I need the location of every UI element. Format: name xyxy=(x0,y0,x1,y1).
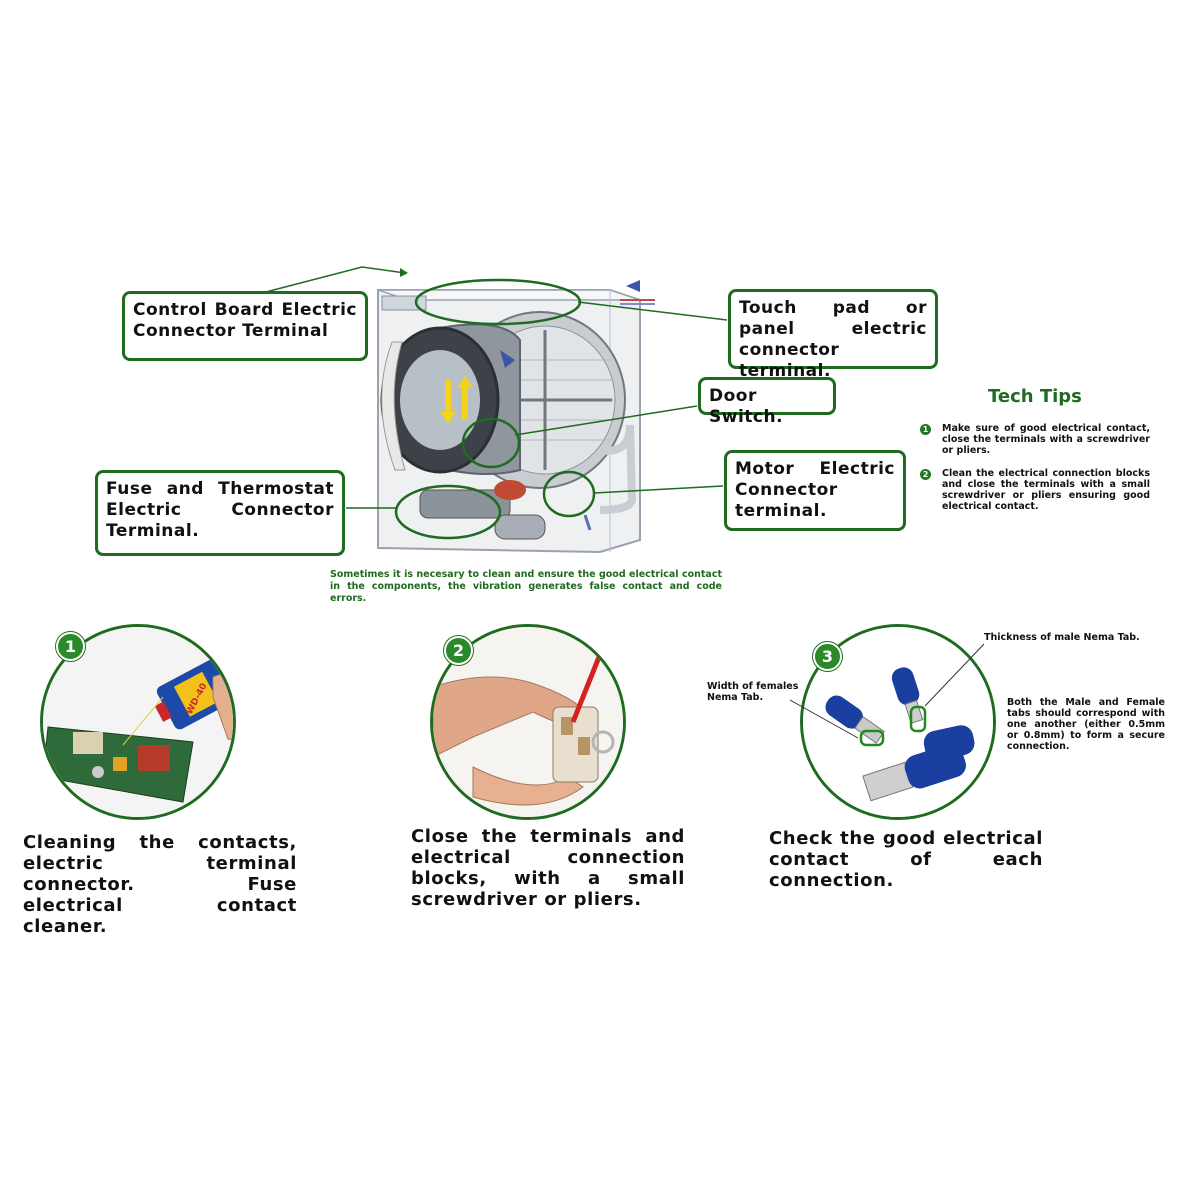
step-1-badge: 1 xyxy=(56,632,85,661)
vibration-note: Sometimes it is necesary to clean and en… xyxy=(330,569,722,604)
motor-leader xyxy=(593,485,724,494)
motor-assembly xyxy=(419,299,655,540)
touchpad-leader xyxy=(577,301,728,321)
male-thickness-label: Thickness of male Nema Tab. xyxy=(984,632,1140,643)
door-switch-highlight xyxy=(461,417,521,469)
tip-text-1: Make sure of good electrical contact, cl… xyxy=(942,423,1150,456)
motor-highlight xyxy=(542,470,596,518)
tip-text-2: Clean the electrical connection blocks a… xyxy=(942,468,1150,512)
door-switch-callout: Door Switch. xyxy=(698,377,836,427)
step-2-badge: 2 xyxy=(444,636,473,665)
female-width-leader xyxy=(789,699,859,739)
step-3-badge: 3 xyxy=(813,642,842,671)
control-board-callout: Control Board Electric Connector Termina… xyxy=(122,291,368,361)
motor-callout: Motor Electric Connector terminal. xyxy=(724,450,906,531)
door-switch-leader xyxy=(514,405,698,436)
tip-number-2: 2 xyxy=(920,469,931,480)
fuse-highlight xyxy=(394,484,502,540)
male-thickness-leader xyxy=(924,643,985,707)
female-width-label: Width of females Nema Tab. xyxy=(707,681,799,703)
control-board-leader xyxy=(261,266,406,294)
tech-tips-title: Tech Tips xyxy=(988,386,1082,407)
tip-number-1: 1 xyxy=(920,424,931,435)
step-1-caption: Cleaning the contacts, electric terminal… xyxy=(23,832,297,937)
touchpad-callout: Touch pad or panel electric connector te… xyxy=(728,289,938,381)
rotation-arrows xyxy=(440,350,515,424)
tab-correspond-label: Both the Male and Female tabs should cor… xyxy=(1007,697,1165,752)
washing-machine-diagram xyxy=(261,266,728,554)
step-2-caption: Close the terminals and electrical conne… xyxy=(411,826,685,910)
step-3-caption: Check the good electrical contact of eac… xyxy=(769,828,1043,891)
blue-arrow-icon xyxy=(626,280,640,292)
fuse-thermostat-callout: Fuse and Thermostat Electric Connector T… xyxy=(95,470,345,556)
